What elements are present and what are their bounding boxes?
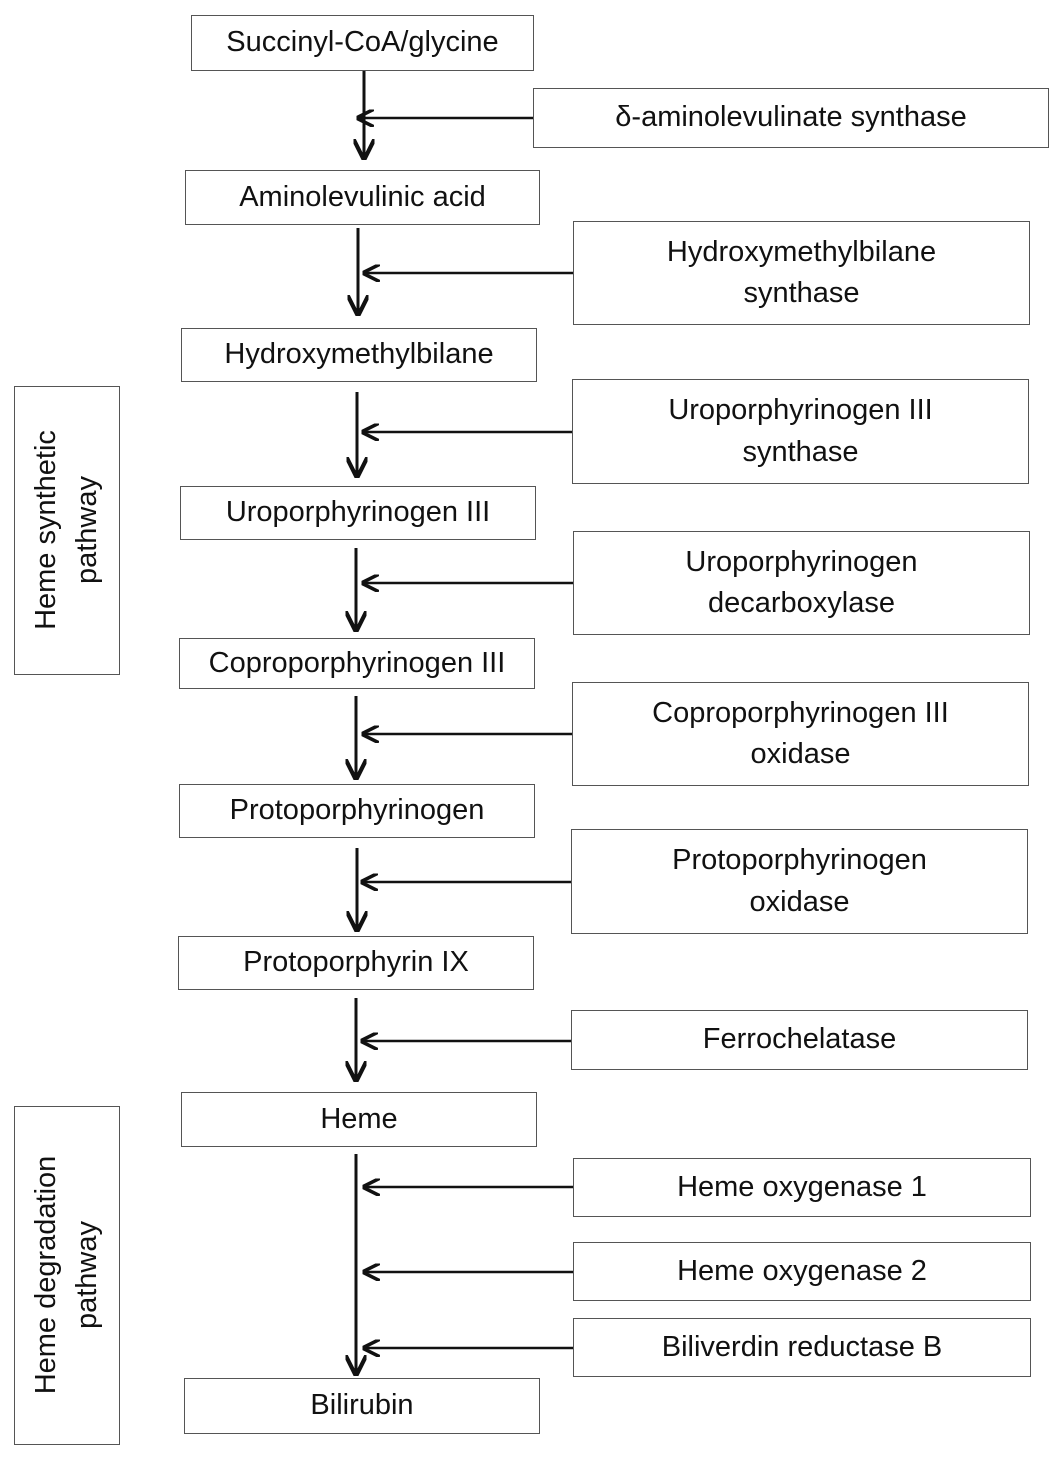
- enzyme-8-label: Heme oxygenase 1: [677, 1170, 927, 1203]
- enzyme-heme-oxygenase-1: Heme oxygenase 1: [573, 1158, 1031, 1217]
- enzyme-10-label: Biliverdin reductase B: [661, 1330, 943, 1363]
- enzyme-3-label-line1: Uroporphyrinogen III: [668, 394, 933, 427]
- enzyme-uroporphyrinogen-iii-synthase: Uroporphyrinogen III synthase: [572, 379, 1029, 484]
- metabolite-heme: Heme: [181, 1092, 537, 1147]
- synthetic-pathway-label: Heme synthetic pathway: [26, 430, 108, 630]
- enzyme-4-label-line1: Uroporphyrinogen: [685, 545, 918, 578]
- enzyme-5-label-line1: Coproporphyrinogen III: [652, 696, 949, 729]
- enzyme-4-label-line2: decarboxylase: [708, 587, 895, 619]
- enzyme-3-label-line2: synthase: [742, 435, 859, 468]
- metabolite-coproporphyrinogen-iii: Coproporphyrinogen III: [179, 638, 535, 689]
- enzyme-2-label-line1: Hydroxymethylbilane: [666, 235, 937, 268]
- enzyme-9-label: Heme oxygenase 2: [677, 1254, 927, 1287]
- enzyme-protoporphyrinogen-oxidase: Protoporphyrinogen oxidase: [571, 829, 1028, 934]
- metabolite-aminolevulinic-acid: Aminolevulinic acid: [185, 170, 540, 225]
- metabolite-succinyl-coa-glycine: Succinyl-CoA/glycine: [191, 15, 534, 71]
- enzyme-2-label-line2: synthase: [743, 277, 860, 309]
- enzyme-aminolevulinate-synthase: δ-aminolevulinate synthase: [533, 88, 1049, 148]
- enzyme-hydroxymethylbilane-synthase: Hydroxymethylbilane synthase: [573, 221, 1030, 325]
- enzyme-biliverdin-reductase-b: Biliverdin reductase B: [573, 1318, 1031, 1377]
- synthetic-pathway-label-line1: Heme synthetic: [29, 430, 62, 630]
- degradation-pathway-label: Heme degradation pathway: [26, 1156, 108, 1395]
- degradation-pathway-label-line1: Heme degradation: [29, 1155, 62, 1395]
- degradation-pathway-label-line2: pathway: [71, 1220, 103, 1330]
- enzyme-6-label-line2: oxidase: [749, 885, 850, 918]
- enzyme-ferrochelatase: Ferrochelatase: [571, 1010, 1028, 1070]
- enzyme-coproporphyrinogen-iii-oxidase: Coproporphyrinogen III oxidase: [572, 682, 1029, 786]
- metabolite-uroporphyrinogen-iii: Uroporphyrinogen III: [180, 486, 536, 540]
- enzyme-5-label-line2: oxidase: [750, 738, 851, 770]
- enzyme-heme-oxygenase-2: Heme oxygenase 2: [573, 1242, 1031, 1301]
- degradation-pathway-box: [14, 1106, 120, 1445]
- synthetic-pathway-label-line2: pathway: [71, 475, 103, 585]
- enzyme-7-label: Ferrochelatase: [702, 1023, 897, 1056]
- enzyme-6-label-line1: Protoporphyrinogen: [672, 844, 927, 877]
- metabolite-protoporphyrin-ix: Protoporphyrin IX: [178, 936, 534, 990]
- metabolite-hydroxymethylbilane: Hydroxymethylbilane: [181, 328, 537, 382]
- metabolite-bilirubin: Bilirubin: [184, 1378, 540, 1434]
- synthetic-pathway-box: [14, 386, 120, 675]
- metabolite-protoporphyrinogen: Protoporphyrinogen: [179, 784, 535, 838]
- enzyme-1-label: δ-aminolevulinate synthase: [615, 101, 967, 134]
- enzyme-uroporphyrinogen-decarboxylase: Uroporphyrinogen decarboxylase: [573, 531, 1030, 635]
